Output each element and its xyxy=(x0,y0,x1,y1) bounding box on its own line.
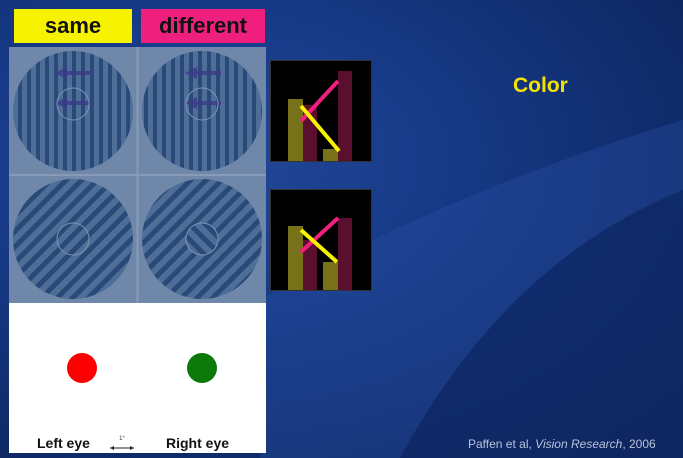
grating-top-left xyxy=(13,51,133,171)
left-eye-label: Left eye xyxy=(37,435,90,451)
grating-top-right xyxy=(142,51,262,171)
scale-arrow-icon: 1° xyxy=(108,432,136,454)
different-tag: different xyxy=(141,9,265,43)
right-eye-label: Right eye xyxy=(166,435,229,451)
result-chart-bottom xyxy=(270,189,372,291)
slide-title: Color xyxy=(513,74,568,98)
grating-stimuli xyxy=(9,47,266,303)
stimulus-panel xyxy=(9,47,266,453)
citation: Paffen et al, Vision Research, 2006 xyxy=(468,437,656,451)
result-chart-top xyxy=(270,60,372,162)
citation-journal: Vision Research xyxy=(535,437,622,451)
citation-year: , 2006 xyxy=(622,437,655,451)
green-dot xyxy=(187,353,217,383)
red-dot xyxy=(67,353,97,383)
same-tag: same xyxy=(14,9,132,43)
scale-label: 1° xyxy=(119,436,125,442)
citation-authors: Paffen et al, xyxy=(468,437,532,451)
